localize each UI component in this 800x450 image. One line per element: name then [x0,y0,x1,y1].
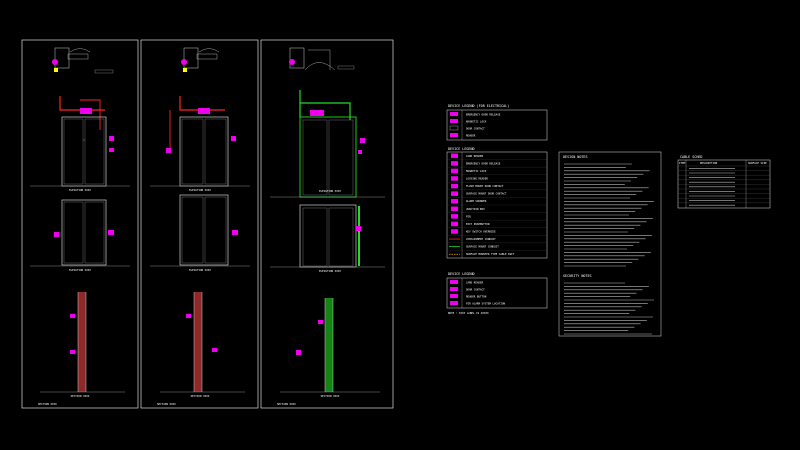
wall-section: SECTION XXXX [280,298,380,398]
legend-item: SURFACE MOUNT CONDUIT [466,245,499,249]
section-label: SECTION XXXX [321,394,340,398]
legend-title: DEVICE LEGEND (FOR ELECTRICAL) [448,104,509,108]
elevation-label: ELEVATION XXXX [69,268,91,272]
plan-detail [52,47,114,74]
legend-symbol [451,206,458,212]
legend-item: KEY SWITCH OVERRIDE [466,230,496,234]
cable-schedule: CABLE SCHED ITEM DESCRIPTION SURFACE SIZ… [677,155,771,209]
legend-item: ALARM SOUNDER [466,199,487,203]
door-elevation-1: ELEVATION XXXX [150,96,250,192]
elevation-label: ELEVATION XXXX [189,268,211,272]
legend-security: DEVICE LEGEND CARD READER DOOR CONTACT R… [446,272,548,315]
door-elevation-1: ELEVATION XXXX [270,90,385,198]
legend-item: EMERGENCY DOOR RELEASE [466,113,501,117]
sheet-3: ELEVATION XXXX ELEVATION XXXX SECTION XX… [260,39,394,409]
legend-symbol [451,183,458,189]
detail-title: SECTION XXXX [157,402,176,406]
legend-item: CARD READER [466,281,484,285]
detail-title: SECTION XXXX [277,402,296,406]
legend-symbol [451,176,458,181]
section-label: SECTION XXXX [191,394,210,398]
legend-item: EXIT PUSHBUTTON [466,222,490,226]
legend-item: READER [466,134,476,138]
legend-item: SURFACE MOUNTED TYPE CABLE DUCT [466,252,515,256]
door-elevation-2: ELEVATION XXXX [270,204,385,273]
legend-title: DEVICE LEGEND [448,272,475,276]
notes-title: DESIGN NOTES [563,155,588,159]
design-notes: DESIGN NOTES SECURITY NOTES [558,151,662,337]
legend-item: READER BUTTON [466,295,487,299]
wall-section: SECTION XXXX [40,292,125,398]
table-title: CABLE SCHED [680,155,702,159]
plan-detail [289,47,355,71]
legend-electrical: DEVICE LEGEND (FOR ELECTRICAL) EMERGENCY… [446,104,548,141]
legend-item: SURFACE MOUNT DOOR CONTACT [466,192,507,196]
legend-symbol [451,161,458,166]
sheet-2: ELEVATION XXXX ELEVATION XXXX SECTION XX… [140,39,259,409]
plan-detail [181,47,220,72]
elevation-label: ELEVATION XXXX [189,188,211,192]
legend-title: DEVICE LEGEND [448,147,475,151]
table-header: ITEM [679,161,686,165]
elevation-label: ELEVATION XXXX [319,269,341,273]
legend-item: PIR ALARM SYSTEM LOCATION [466,302,505,306]
detail-title: SECTION XXXX [38,402,57,406]
legend-symbol [451,198,458,204]
legend-symbol [451,191,458,196]
elevation-label: ELEVATION XXXX [69,188,91,192]
legend-item: CONTAINMENT CONDUIT [466,237,496,241]
door-elevation-2: ELEVATION XXXX [150,194,250,272]
table-header: SURFACE SIZE [748,161,767,165]
legend-devices: DEVICE LEGEND CARD READER EMERGENCY DOOR … [446,147,548,259]
legend-item: MAGNETIC LOCK [466,169,487,173]
legend-item: FLUSH MOUNT DOOR CONTACT [466,184,504,188]
legend-item: MAGNETIC LOCK [466,120,487,124]
legend-item: LOCKING READER [466,177,488,181]
legend-symbol [451,168,458,174]
legend-item: JUNCTION BOX [466,207,485,211]
legend-item: DOOR CONTACT [466,127,485,131]
legend-symbol [451,229,458,234]
elevation-label: ELEVATION XXXX [319,189,341,193]
sheet-1: ELEVATION XXXX ELEVATION XXXX SECTION XX… [21,39,139,409]
legend-item: CARD READER [466,154,484,158]
table-header: DESCRIPTION [700,161,718,165]
section-label: SECTION XXXX [71,394,90,398]
legend-item: EMERGENCY DOOR RELEASE [466,161,501,165]
legend-symbol [451,153,458,159]
door-elevation-2: ELEVATION XXXX [30,199,130,272]
legend-item: PIR [466,214,471,218]
door-elevation-1: ELEVATION XXXX [30,96,130,192]
legend-symbol [451,221,458,227]
legend-symbol [451,214,458,219]
legend-note: NOTE : XXXX LABEL IS XXXXX [448,311,489,315]
wall-section: SECTION XXXX [160,292,245,398]
legend-item: DOOR CONTACT [466,288,485,292]
security-notes-title: SECURITY NOTES [563,274,592,278]
